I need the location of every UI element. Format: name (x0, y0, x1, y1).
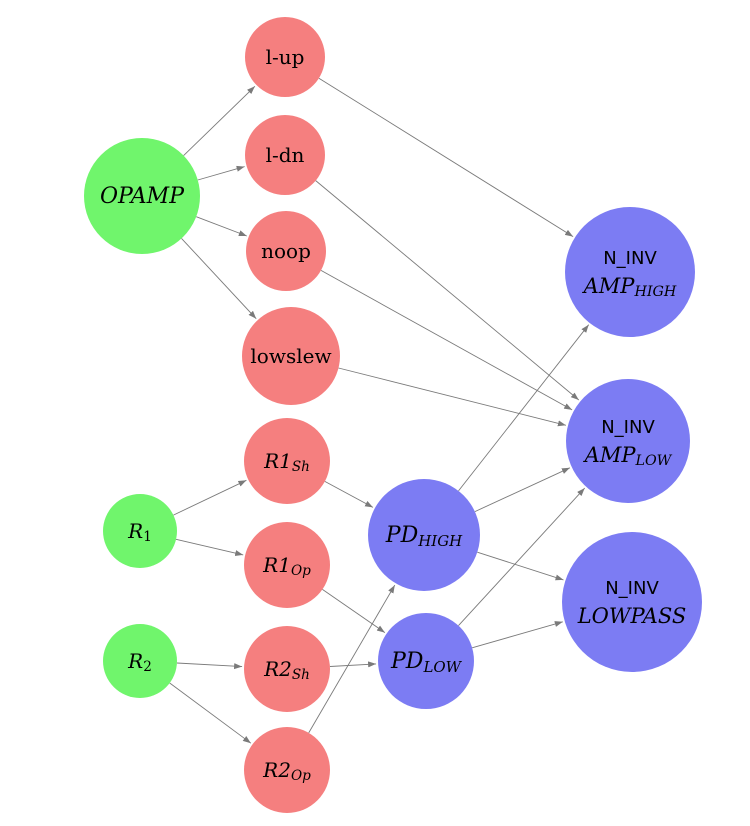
amplow-label: N_INV (601, 417, 655, 438)
graph-node-l-up: l-up (245, 17, 325, 97)
graph-node-r1op: R1Op (244, 522, 330, 608)
opamp-label: OPAMP (100, 184, 185, 209)
r2sh-label: R2Sh (263, 657, 310, 683)
graph-node-lowslew: lowslew (242, 307, 340, 405)
r2op-circle (244, 727, 330, 813)
edge-l-dn-to-amplow (315, 180, 580, 401)
graph-node-pdhigh: PDHIGH (368, 479, 480, 591)
noop-circle (246, 211, 326, 291)
pdhigh-label: PDHIGH (385, 523, 463, 551)
lowpass-circle (562, 532, 702, 672)
edge-r1-to-r1op (175, 538, 244, 557)
edge-r2-to-r2op (169, 682, 252, 744)
amphigh-label: AMPHIGH (582, 274, 677, 300)
pdlow-label: PDLOW (390, 649, 463, 677)
lowpass-label: N_INV (605, 578, 659, 599)
edge-l-up-to-amphigh (318, 77, 574, 237)
lowslew-label: lowslew (250, 344, 331, 368)
edge-pdhigh-to-lowpass (477, 551, 564, 581)
edge-pdlow-to-lowpass (471, 621, 563, 649)
graph-node-amphigh: N_INV AMPHIGH (565, 207, 695, 337)
opamp-circle (84, 138, 200, 254)
pdlow-circle (378, 613, 474, 709)
graph-node-r1sh: R1Sh (244, 418, 330, 504)
r2sh-circle (244, 626, 330, 712)
edge-pdhigh-to-amplow (474, 467, 571, 513)
graph-node-r2sh: R2Sh (244, 626, 330, 712)
graph-node-r2op: R2Op (244, 727, 330, 813)
edge-pdhigh-to-amphigh (458, 324, 590, 492)
nodes-layer: OPAMP l-up l-dn noop lowslewR1ShR1OpR2ShR2Op… (84, 17, 702, 813)
edges-layer (169, 77, 590, 744)
l-dn-label: l-dn (266, 143, 305, 167)
amphigh-label: N_INV (603, 248, 657, 269)
amphigh-circle (565, 207, 695, 337)
edge-r1-to-r1sh (173, 479, 247, 516)
r2op-label: R2Op (262, 758, 311, 784)
edge-r1sh-to-pdhigh (324, 481, 374, 508)
edge-r2op-to-pdhigh (308, 584, 396, 734)
edge-lowslew-to-amplow (338, 367, 567, 427)
r1-label: R1 (127, 519, 152, 545)
graph-node-opamp: OPAMP (84, 138, 200, 254)
edge-noop-to-amplow (320, 270, 573, 411)
graph-node-r1: R1 (103, 494, 177, 568)
r2-circle (103, 624, 177, 698)
r1sh-label: R1Sh (263, 449, 310, 475)
l-dn-circle (245, 115, 325, 195)
r1-circle (103, 494, 177, 568)
l-up-label: l-up (266, 45, 305, 69)
edge-opamp-to-noop (196, 216, 247, 237)
l-up-circle (245, 17, 325, 97)
edge-opamp-to-l-up (183, 85, 256, 156)
graph-node-lowpass: N_INV LOWPASS (562, 532, 702, 672)
amplow-circle (566, 379, 690, 503)
edge-r2-to-r2sh (176, 662, 243, 670)
graph-node-l-dn: l-dn (245, 115, 325, 195)
edge-pdlow-to-amplow (458, 487, 586, 626)
r1op-label: R1Op (262, 553, 311, 579)
noop-label: noop (261, 239, 311, 263)
graph-node-amplow: N_INV AMPLOW (566, 379, 690, 503)
graph-node-noop: noop (246, 211, 326, 291)
lowslew-circle (242, 307, 340, 405)
graph-node-r2: R2 (103, 624, 177, 698)
r1op-circle (244, 522, 330, 608)
r1sh-circle (244, 418, 330, 504)
edge-opamp-to-l-dn (197, 165, 245, 181)
graph-node-pdlow: PDLOW (378, 613, 474, 709)
lowpass-label: LOWPASS (577, 604, 687, 628)
edge-r2sh-to-pdlow (329, 661, 377, 668)
amplow-label: AMPLOW (583, 443, 673, 469)
edge-opamp-to-lowslew (181, 238, 257, 320)
r2-label: R2 (127, 649, 152, 675)
pdhigh-circle (368, 479, 480, 591)
edge-r1op-to-pdlow (322, 589, 386, 633)
